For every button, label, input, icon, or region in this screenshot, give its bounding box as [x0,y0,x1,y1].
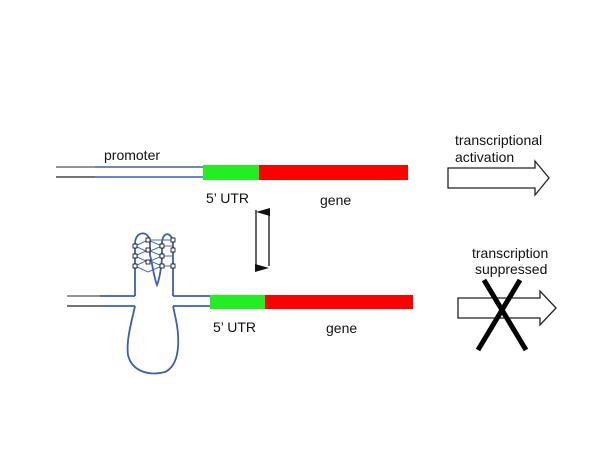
bottom-construct: 5’ UTR gene transcription suppressed [67,232,557,375]
top-utr-block [203,165,259,180]
top-dna-strand [56,166,95,178]
bottom-promoter-region [100,295,210,307]
g-quadruplex-structure [126,232,180,375]
activation-arrow-icon [447,159,550,197]
top-gene-label: gene [320,192,351,208]
cross-icon [475,278,529,352]
activation-label-line1: transcriptional [455,132,542,148]
top-utr-label: 5’ UTR [206,190,249,206]
suppressed-label-line1: transcription [472,245,548,261]
top-promoter-region [95,166,203,178]
g-tetrad-stack [134,239,173,273]
activation-label-line2: activation [455,149,514,165]
top-gene-block [259,165,408,180]
equilibrium-arrows-icon [255,208,270,272]
guanine-nodes [132,237,176,269]
bottom-utr-label: 5’ UTR [213,319,256,335]
top-promoter-label: promoter [104,147,160,163]
top-construct: promoter 5’ UTR gene transcriptional act… [56,132,550,208]
bottom-gene-label: gene [326,320,357,336]
bottom-utr-block [210,295,265,309]
suppressed-arrow-icon [457,289,557,327]
bottom-dna-strand [67,295,100,307]
suppressed-label-line2: suppressed [475,261,547,277]
bottom-gene-block [265,295,413,309]
